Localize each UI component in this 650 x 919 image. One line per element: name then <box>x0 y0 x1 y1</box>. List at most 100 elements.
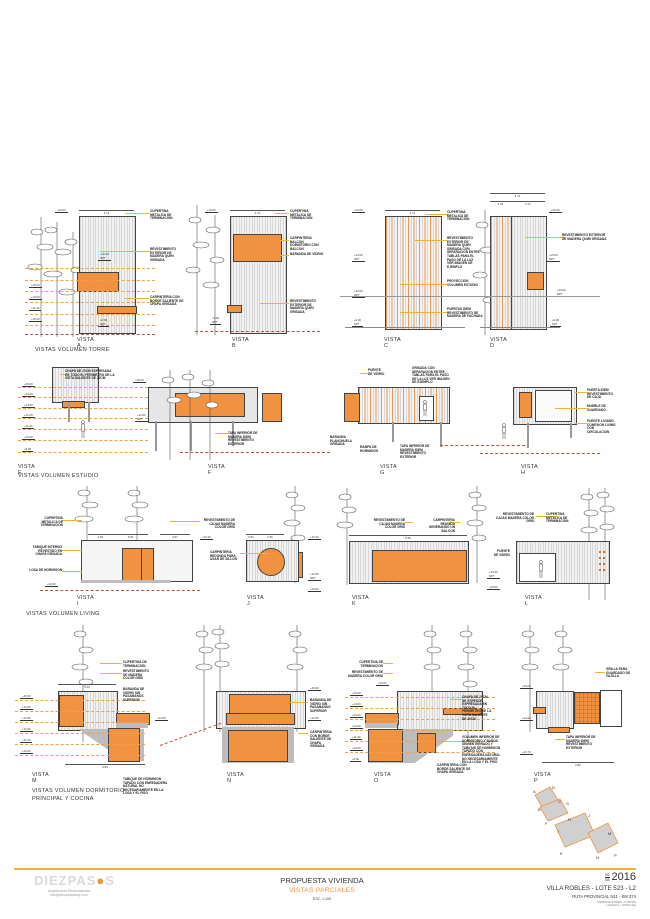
level-marker: +0.00 NPT <box>98 318 110 327</box>
sheet-file-ref: ESPINOSA ROBLES - LOTE 523 - LAGUNA 2 - … <box>597 901 637 907</box>
annotation: BARANDA DE VIDRIO SIN PASAMANOS SUPERIOR <box>310 698 332 713</box>
lower-window <box>228 730 288 762</box>
dimension: 2.25 <box>256 534 284 539</box>
window-lower <box>97 306 137 314</box>
glass-bridge-door <box>519 553 556 582</box>
key-label: D <box>552 785 555 790</box>
level-marker: +12.00 <box>20 727 33 732</box>
annotation: CARPINTERIA CON BORDE SALIENTE DE CHAPA … <box>437 763 471 775</box>
annotation: CUPERTINA DE TERMINACION <box>123 660 147 668</box>
annotation: CUPERTINA METALICA DE TERMINACION <box>546 512 569 524</box>
annotation: CARPINTERIA BALCON DORMITORIO con balcon <box>290 236 319 251</box>
annotation: CHAPA DE 20CM EXPRESADA EN TODO EL PERIM… <box>65 369 115 381</box>
view-label: VISTA A <box>77 337 94 349</box>
sub-dimension: 2.03 <box>490 201 511 206</box>
dish-storage-grid <box>574 692 600 724</box>
level-marker: +15.00 <box>133 378 146 383</box>
tree-icon <box>27 212 84 342</box>
level-marker: +10.30 <box>308 535 321 540</box>
view-label: VISTA I <box>77 595 94 607</box>
key-label: F <box>545 821 548 826</box>
key-label: C <box>558 799 561 804</box>
group-title-line: VISTAS VOLUMEN DORMITORIO <box>32 788 125 794</box>
level-marker: +10.00 NPT <box>98 252 111 261</box>
tower-facade <box>385 216 442 330</box>
sheet-scale: ESC: 1:100 <box>312 897 332 901</box>
brand-logo: DIEZPAS●S <box>34 873 115 888</box>
annotation: REVESTIMIENTO DE CAJAS MADERA COLOR GRIS <box>496 512 534 524</box>
level-marker: +14.00 <box>22 392 35 397</box>
side-panel <box>298 552 303 578</box>
level-marker: +15.00 NPT <box>547 253 560 262</box>
dimension: 0.60 <box>246 534 256 539</box>
annotation: TAPA INFERIOR DE MADERA IDEM REVESTIMIEN… <box>228 431 258 446</box>
annotation: CUPERTINA DE TERMINACION <box>359 660 383 668</box>
key-label: M <box>608 831 611 836</box>
side-window <box>533 707 546 714</box>
dimension: 5.10 <box>58 684 116 689</box>
annotation: MUEBLE DE GUARDADO <box>587 404 606 412</box>
bridge-window <box>344 393 360 422</box>
level-marker: +12.00 <box>350 724 363 729</box>
window-strip <box>62 401 85 408</box>
person-figure-icon <box>422 400 428 421</box>
key-label: K <box>560 851 563 856</box>
annotation: REVESTIMIENTO EXTERIOR DE MADERA QUIRI G… <box>447 236 480 269</box>
view-label: VISTA O <box>374 772 391 784</box>
balcony-window <box>233 234 282 262</box>
title-block-divider <box>14 868 636 870</box>
width-dimension: 4.74 <box>230 210 285 215</box>
person-figure-icon <box>501 423 507 444</box>
group-title-living: VISTAS VOLUMEN LIVING <box>26 611 100 617</box>
view-label: VISTA G <box>380 464 397 476</box>
level-marker: +10.30 <box>200 535 213 540</box>
level-marker: +11.00 <box>29 306 42 311</box>
balcony-railing <box>226 713 295 725</box>
annotation: PUENTE DE VIDRIO <box>493 549 510 557</box>
annotation: LOSA DE HORMIGON <box>29 568 62 572</box>
grid-openings <box>598 549 606 575</box>
level-marker: +13.00 <box>20 716 33 721</box>
round-window-seat <box>257 548 285 576</box>
level-marker: +10.00 <box>29 295 42 300</box>
level-marker: +15.00 <box>20 694 33 699</box>
annotation: PUERTAS IDEM REVESTIMIENTO DE MADERA DE … <box>447 307 483 319</box>
view-label: VISTA F <box>208 464 225 476</box>
sliding-door <box>141 548 154 582</box>
level-marker: +10.00 <box>308 587 321 592</box>
sheet-route: RUTA PROVINCIAL N11 - KM 374 <box>572 894 636 899</box>
underside <box>548 727 570 733</box>
level-marker: +15.00 <box>376 681 389 686</box>
annotation: PUERTA IDEM REVESTIMIENTO DE CAJA <box>587 388 613 400</box>
tree-icon <box>465 483 490 588</box>
annotation: TABIQUE DE HORMIGON TAPADO CON ENREDADER… <box>123 777 168 796</box>
tower-facade-left <box>490 216 513 330</box>
tree-icon <box>185 200 225 340</box>
view-label: VISTA B <box>232 337 249 349</box>
sliding-door <box>122 548 142 582</box>
group-title-line: PRINCIPAL Y COCINA <box>32 796 94 802</box>
key-label: J <box>588 813 590 818</box>
level-marker: +12.00 <box>520 716 533 721</box>
person-figure-icon <box>80 420 86 443</box>
sub-dimension: 2.71 <box>511 201 545 206</box>
annotation: REVESTIMIENTO EXTERIOR DE MADERA QUIRI G… <box>290 299 316 314</box>
level-marker: +15.00 <box>350 691 363 696</box>
view-label: VISTA J <box>247 595 264 607</box>
dimension: 6.84 <box>65 764 145 769</box>
level-marker: +10.00 <box>205 208 218 213</box>
level-marker: +9.00 <box>22 447 34 452</box>
level-marker: +15.00 <box>308 686 321 691</box>
level-marker: +11.00 <box>20 738 33 743</box>
side-window <box>519 392 532 418</box>
annotation: CUPERTINA METALICA DE TERMINACION <box>40 516 64 528</box>
level-marker: +13.00 <box>350 713 363 718</box>
key-plan: A D B C G F H I J K M N P <box>530 785 630 870</box>
annotation: TAPA INFERIOR DE MADERA IDEM REVESTIMIEN… <box>566 735 596 750</box>
group-title-estudio: VISTAS VOLUMEN ESTUDIO <box>18 473 99 479</box>
level-marker: +12.00 <box>308 716 321 721</box>
tree-icon <box>280 483 310 588</box>
view-label: VISTA D <box>490 337 507 349</box>
annotation: CUPERTINA METALICA DE TERMINACION <box>150 209 173 221</box>
